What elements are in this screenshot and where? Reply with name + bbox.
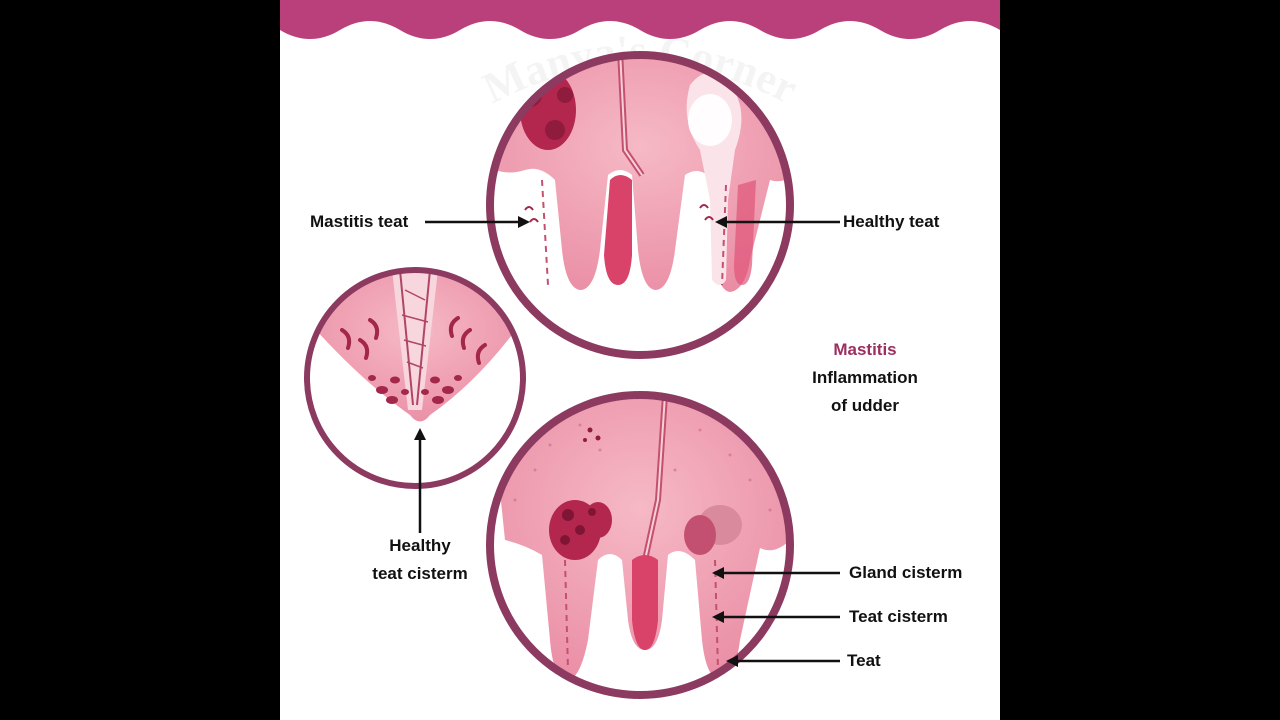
label-healthy-teat: Healthy teat <box>843 212 940 231</box>
label-healthy-teat-cisterm-line2: teat cisterm <box>372 564 468 583</box>
arrow-right-icon <box>518 216 530 228</box>
label-teat-cisterm: Teat cisterm <box>849 607 948 626</box>
top-udder-illustration <box>490 55 790 355</box>
bottom-circle-frame <box>486 391 794 699</box>
diagram-art <box>280 0 1000 699</box>
top-wave-banner <box>280 0 1000 39</box>
left-teat-illustration <box>307 270 523 486</box>
label-healthy-teat-cisterm-line1: Healthy <box>389 536 451 555</box>
arrow-left-icon <box>712 611 724 623</box>
label-teat: Teat <box>847 651 881 670</box>
bottom-udder-illustration <box>490 395 790 695</box>
label-gland-cisterm: Gland cisterm <box>849 563 963 582</box>
diagram-canvas: Manya's Corner <box>280 0 1000 720</box>
caption-title: Mastitis <box>833 340 897 359</box>
caption-line2: of udder <box>831 396 899 415</box>
arrow-up-icon <box>414 428 426 440</box>
label-healthy-teat-cisterm: Healthy teat cisterm <box>330 532 510 588</box>
arrow-left-icon <box>712 567 724 579</box>
caption-line1: Inflammation <box>812 368 918 387</box>
arrow-left-icon <box>726 655 738 667</box>
arrow-left-icon <box>715 216 727 228</box>
left-circle-frame <box>304 267 526 489</box>
caption-block: Mastitis Inflammation of udder <box>795 336 935 420</box>
label-mastitis-teat: Mastitis teat <box>310 212 409 231</box>
top-circle-frame <box>486 51 794 359</box>
